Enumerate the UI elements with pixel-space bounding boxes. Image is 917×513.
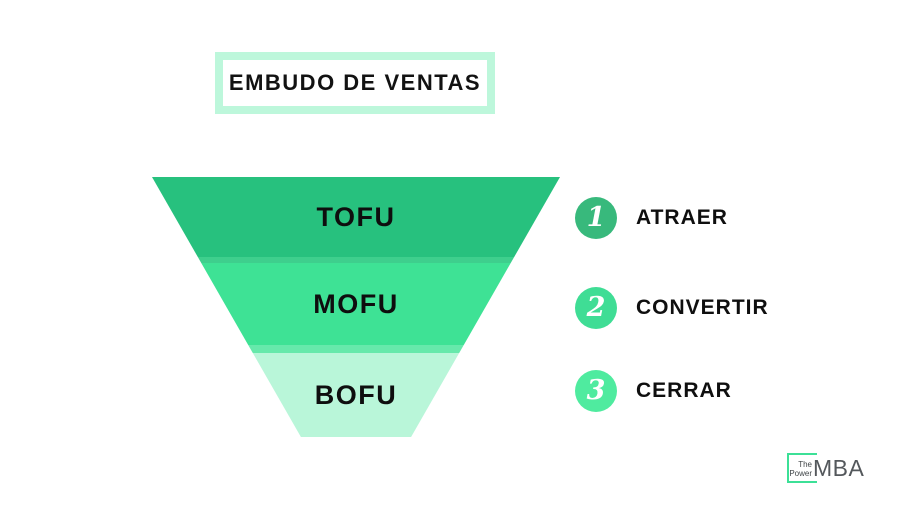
logo-mba-text: MBA	[812, 455, 866, 481]
funnel-section-tofu: TOFU	[152, 177, 560, 257]
funnel-lip-mofu-bofu	[152, 345, 560, 353]
funnel-section-bofu: BOFU	[152, 353, 560, 437]
step-row-atraer: 1 ATRAER	[575, 197, 728, 239]
step-number: 2	[586, 291, 606, 323]
step-number-circle: 3	[575, 370, 617, 412]
step-number: 1	[586, 201, 606, 233]
step-label: CONVERTIR	[636, 296, 769, 319]
funnel-section-mofu: MOFU	[152, 263, 560, 345]
step-label: ATRAER	[636, 206, 728, 229]
title-box: EMBUDO DE VENTAS	[215, 52, 495, 114]
step-number: 3	[586, 374, 606, 406]
step-number-circle: 1	[575, 197, 617, 239]
logo-the: The	[798, 460, 812, 469]
funnel-section-label: MOFU	[313, 288, 399, 319]
logo-power: Power	[789, 469, 812, 478]
funnel-lip-tofu-mofu	[152, 257, 560, 263]
funnel-section-label: TOFU	[316, 201, 396, 232]
step-label: CERRAR	[636, 379, 732, 402]
step-row-convertir: 2 CONVERTIR	[575, 287, 769, 329]
page-title: EMBUDO DE VENTAS	[228, 70, 482, 95]
logo-the-power-text: The Power	[789, 460, 812, 478]
funnel-section-label: BOFU	[314, 379, 398, 410]
step-number-circle: 2	[575, 287, 617, 329]
step-row-cerrar: 3 CERRAR	[575, 370, 732, 412]
brand-logo: The Power MBA	[787, 453, 866, 487]
sales-funnel: TOFU MOFU BOFU	[152, 177, 560, 437]
